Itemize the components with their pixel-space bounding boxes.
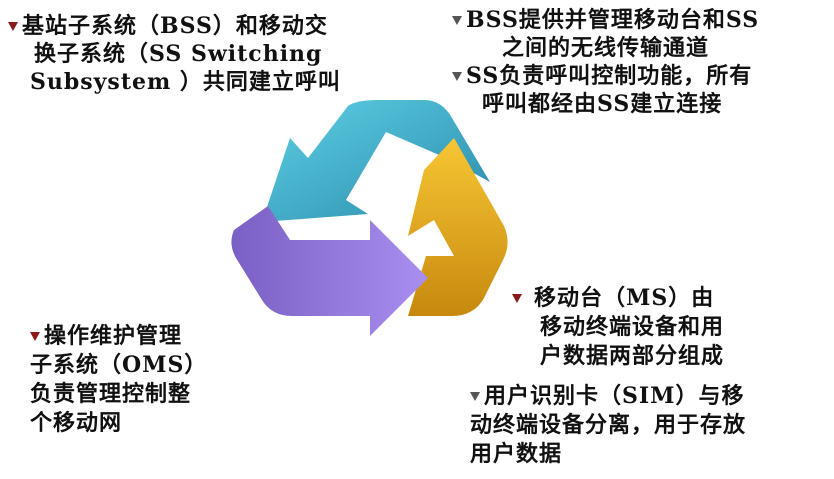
yellow-arrow-icon: [408, 138, 508, 316]
bss-ss-line-2: 换子系统（SS Switching: [34, 41, 323, 67]
ss-function-line-2: 呼叫都经由SS建立连接: [482, 91, 723, 117]
oms-line-4: 个移动网: [30, 410, 123, 436]
blue-arrow-icon: [262, 100, 490, 222]
sim-description: 用户识别卡（SIM）与移 动终端设备分离，用于存放 用户数据: [470, 382, 746, 469]
ms-line-3: 户数据两部分组成: [540, 343, 725, 369]
purple-arrow-icon: [231, 206, 428, 336]
bullet-arrow-icon: [452, 72, 462, 81]
oms-line-2: 子系统（OMS）: [30, 352, 208, 378]
bss-ss-description: 基站子系统（BSS）和移动交 换子系统（SS Switching Subsyst…: [8, 12, 341, 96]
bullet-arrow-icon: [30, 332, 40, 341]
bss-ss-line-1: 基站子系统（BSS）和移动交: [8, 12, 341, 40]
ms-line-2: 移动终端设备和用: [540, 314, 725, 340]
ms-description: 移动台（MS）由 移动终端设备和用 户数据两部分组成: [512, 284, 724, 371]
oms-line-1: 操作维护管理: [30, 322, 207, 351]
bullet-arrow-icon: [470, 392, 480, 401]
bss-function-line-1: BSS提供并管理移动台和SS: [452, 6, 759, 34]
bss-ss-functions: BSS提供并管理移动台和SS 之间的无线传输通道 SS负责呼叫控制功能，所有 呼…: [452, 6, 759, 118]
sim-line-2: 动终端设备分离，用于存放: [470, 412, 747, 438]
sim-line-3: 用户数据: [470, 441, 563, 467]
bss-ss-line-3: Subsystem ）共同建立呼叫: [30, 69, 341, 95]
ms-line-1: 移动台（MS）由: [512, 284, 724, 313]
oms-description: 操作维护管理 子系统（OMS） 负责管理控制整 个移动网: [30, 322, 207, 438]
bullet-arrow-icon: [512, 294, 522, 303]
bss-function-line-2: 之间的无线传输通道: [502, 35, 710, 61]
cycle-diagram: [231, 100, 508, 336]
sim-line-1: 用户识别卡（SIM）与移: [470, 382, 746, 411]
bullet-arrow-icon: [452, 16, 462, 25]
oms-line-3: 负责管理控制整: [30, 381, 192, 407]
bullet-arrow-icon: [8, 22, 18, 31]
ss-function-line-1: SS负责呼叫控制功能，所有: [452, 62, 759, 90]
